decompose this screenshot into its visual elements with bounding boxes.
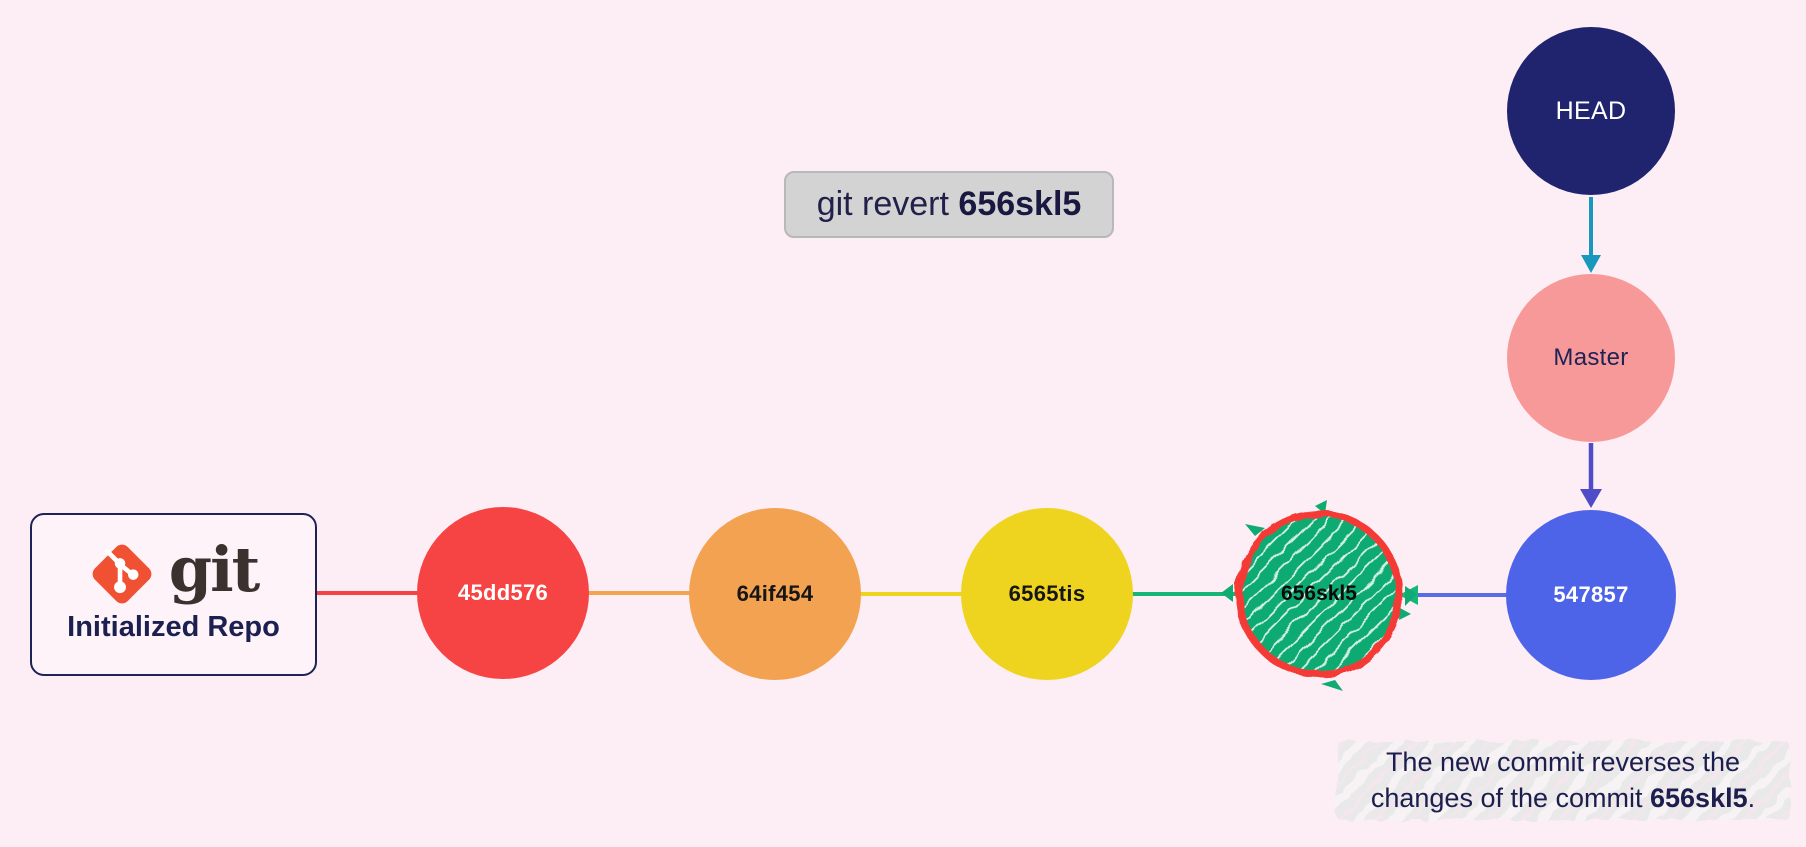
command-target-hash: 656skl5: [958, 185, 1082, 223]
master-label: Master: [1553, 344, 1629, 371]
note-background: [1336, 741, 1790, 820]
head-node: HEAD: [1507, 27, 1675, 195]
commit-node-45dd576: 45dd576: [417, 507, 589, 679]
reverted-commit-icon: [1221, 500, 1417, 691]
command-prefix: git revert: [816, 185, 959, 223]
git-logo-icon: [92, 544, 152, 604]
commit-label: 547857: [1553, 582, 1629, 607]
commit-label: 45dd576: [457, 580, 549, 605]
initialized-repo-box: git Initialized Repo: [30, 513, 317, 676]
note-line2: changes of the commit 656skl5.: [1370, 782, 1756, 813]
note-line1: The new commit reverses the: [1385, 746, 1741, 777]
git-brand: git: [89, 533, 261, 609]
commit-node-656skl5-reverted: 656skl5: [1219, 494, 1419, 694]
note-text: The new commit reverses the changes of t…: [1328, 733, 1798, 828]
commit-node-547857-new: 547857: [1506, 510, 1676, 680]
master-node: Master: [1507, 274, 1675, 442]
commit-label: 6565tis: [1008, 581, 1086, 606]
head-arrowhead-icon: [1581, 255, 1601, 273]
head-label: HEAD: [1555, 96, 1627, 125]
git-command-box: git revert 656skl5: [784, 171, 1114, 238]
master-arrowhead-icon: [1580, 489, 1602, 508]
git-wordmark: git: [168, 533, 261, 606]
commit-node-64if454: 64if454: [689, 508, 861, 680]
commit-label: 656skl5: [1281, 582, 1357, 605]
commit-label: 64if454: [736, 581, 814, 606]
repo-box-label: Initialized Repo: [67, 611, 280, 643]
note-target-hash: 656skl5: [1650, 782, 1748, 813]
revert-note: The new commit reverses the changes of t…: [1328, 733, 1798, 828]
commit-node-6565tis: 6565tis: [961, 508, 1133, 680]
